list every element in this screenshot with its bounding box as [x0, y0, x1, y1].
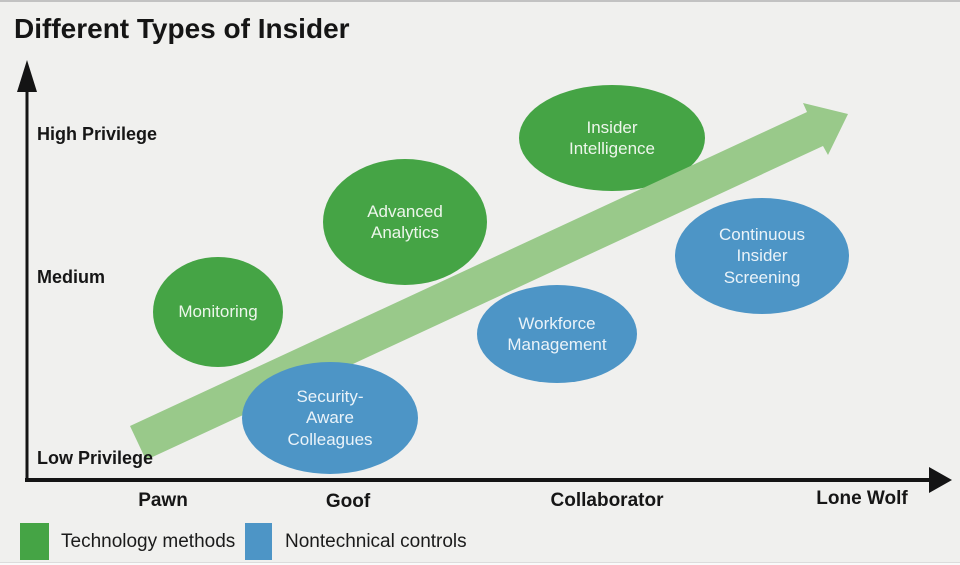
y-axis-label-medium: Medium	[37, 267, 106, 287]
bottom-divider	[0, 562, 960, 565]
page-title: Different Types of Insider	[14, 13, 350, 44]
legend-label-technology: Technology methods	[61, 531, 236, 552]
bubble-advanced-analytics: Advanced Analytics	[323, 159, 487, 285]
y-axis-arrow-icon	[17, 60, 37, 92]
x-axis-label-goof: Goof	[325, 491, 371, 512]
legend-label-nontechnical: Nontechnical controls	[285, 531, 467, 552]
y-axis-label-low-privilege: Low Privilege	[37, 448, 154, 468]
bubble-continuous-insider-screening: Continuous Insider Screening	[675, 198, 849, 314]
y-axis-label-high-privilege: High Privilege	[37, 124, 158, 144]
bubble-label: Monitoring	[178, 302, 258, 322]
x-axis-label-lone-wolf: Lone Wolf	[816, 488, 908, 509]
legend-swatch-technology	[20, 523, 49, 560]
x-axis-label-collaborator: Collaborator	[550, 490, 664, 511]
bubble-label: Continuous Insider Screening	[718, 225, 805, 287]
bubble-label: Workforce Management	[507, 313, 607, 354]
x-axis-label-pawn: Pawn	[138, 490, 188, 511]
bubble-label: Security-Aware Colleagues	[287, 387, 373, 449]
x-axis-arrow-icon	[929, 467, 952, 493]
bubble-workforce-management: Workforce Management	[477, 285, 637, 383]
bubble-monitoring: Monitoring	[153, 257, 283, 367]
legend-swatch-nontechnical	[245, 523, 272, 560]
bubble-insider-intelligence: Insider Intelligence	[519, 85, 705, 191]
bubble-label: Insider Intelligence	[568, 117, 655, 158]
bubble-label: Advanced Analytics	[367, 201, 443, 242]
bubble-security-aware-colleagues: Security-Aware Colleagues	[242, 362, 418, 474]
